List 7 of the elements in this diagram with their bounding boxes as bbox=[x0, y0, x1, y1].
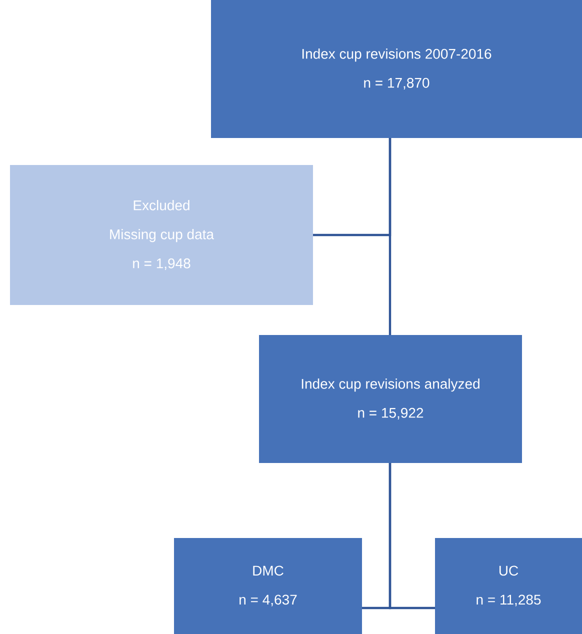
connector-line bbox=[388, 463, 435, 610]
exclusion-box: Excluded Missing cup data n = 1,948 bbox=[10, 165, 313, 305]
process-box: Index cup revisions analyzed n = 15,922 bbox=[259, 335, 522, 463]
connector-line bbox=[313, 138, 392, 236]
process-box: UC n = 11,285 bbox=[435, 538, 582, 634]
process-box: DMC n = 4,637 bbox=[174, 538, 362, 634]
process-box: Index cup revisions 2007-2016 n = 17,870 bbox=[211, 0, 582, 138]
